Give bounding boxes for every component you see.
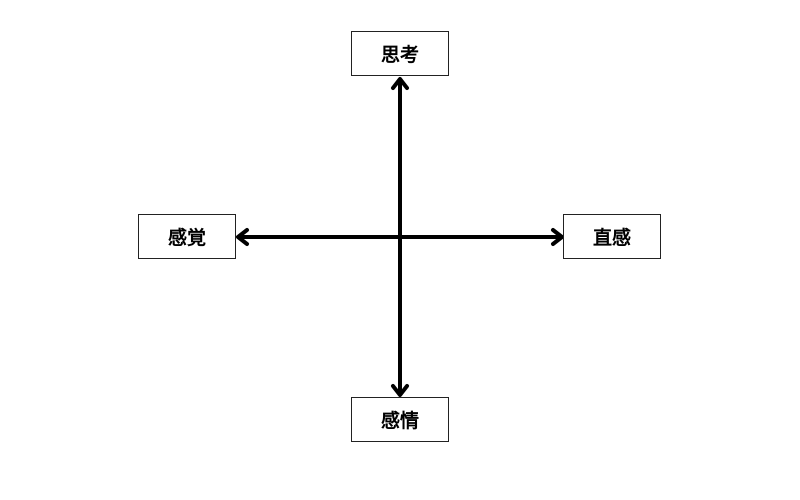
- node-sensation: 感覚: [138, 214, 236, 259]
- node-feeling: 感情: [351, 397, 449, 442]
- node-intuition: 直感: [563, 214, 661, 259]
- arrowhead-down: [391, 384, 409, 397]
- node-thinking: 思考: [351, 31, 449, 76]
- arrowhead-left: [236, 228, 249, 246]
- arrowhead-right: [551, 228, 564, 246]
- arrowhead-up: [391, 77, 409, 90]
